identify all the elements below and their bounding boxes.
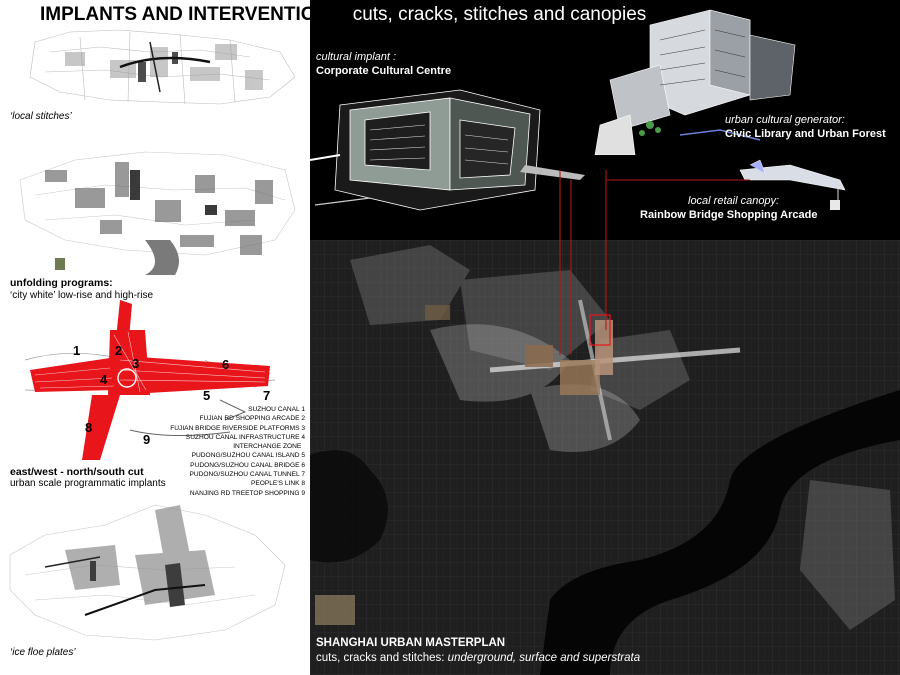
unfolding-programs-title: unfolding programs: <box>10 277 113 289</box>
legend-item: NANJING RD TREETOP SHOPPING 9 <box>189 489 305 497</box>
unfolding-programs-map <box>19 151 296 275</box>
cut-subtitle: urban scale programmatic implants <box>10 478 166 489</box>
legend-item: PUDONG/SUZHOU CANAL TUNNEL 7 <box>189 471 305 479</box>
masterplan-image <box>310 240 900 675</box>
cut-label-7: 7 <box>263 388 271 403</box>
canopy-name: Rainbow Bridge Shopping Arcade <box>640 209 818 221</box>
masterplan-map <box>310 240 900 675</box>
cut-label-9: 9 <box>143 432 151 447</box>
generator-name: Civic Library and Urban Forest <box>725 128 886 140</box>
cut-label-4: 4 <box>100 372 108 387</box>
cut-label-5: 5 <box>203 388 211 403</box>
ice-floe-map <box>9 504 286 641</box>
masterplan-subtitle-a: cuts, cracks and stitches: <box>316 652 448 664</box>
page-title: IMPLANTS AND INTERVENTIONS: cuts, cracks… <box>40 4 646 26</box>
civic-library-model <box>594 9 796 155</box>
legend-item: PEOPLE'S LINK 8 <box>250 480 305 488</box>
corporate-centre-model <box>310 89 585 211</box>
cut-label-6: 6 <box>222 357 230 372</box>
legend-item: FUJIAN RD SHOPPING ARCADE 2 <box>199 415 305 423</box>
legend-item: SUZHOU CANAL INFRASTRUCTURE 4 <box>185 433 305 441</box>
legend-item: SUZHOU CANAL 1 <box>248 406 305 413</box>
legend-item: INTERCHANGE ZONE <box>233 443 302 451</box>
ice-floe-caption: ‘ice floe plates’ <box>10 647 76 658</box>
cut-label-1: 1 <box>73 343 81 358</box>
cut-diagram <box>24 300 276 460</box>
title-light: cuts, cracks, stitches and canopies <box>352 4 647 25</box>
legend-item: FUJIAN BRIDGE RIVERSIDE PLATFORMS 3 <box>170 424 305 432</box>
cut-label-3: 3 <box>132 356 140 371</box>
generator-label: urban cultural generator: <box>725 114 845 126</box>
cut-title: east/west - north/south cut <box>10 466 144 478</box>
cut-label-2: 2 <box>115 343 123 358</box>
legend-item: PUDONG/SUZHOU CANAL BRIDGE 6 <box>190 461 305 469</box>
canopy-label: local retail canopy: <box>688 195 780 207</box>
masterplan-subtitle: cuts, cracks and stitches: underground, … <box>316 652 640 664</box>
legend-item: PUDONG/SUZHOU CANAL ISLAND 5 <box>191 452 305 460</box>
masterplan-title: SHANGHAI URBAN MASTERPLAN <box>316 637 506 649</box>
masterplan-subtitle-b: underground, surface and superstrata <box>447 652 641 664</box>
implant-name: Corporate Cultural Centre <box>316 65 452 77</box>
title-bold: IMPLANTS AND INTERVENTIONS: <box>40 4 349 25</box>
rainbow-bridge-model <box>739 159 846 210</box>
leader-lines <box>559 170 750 245</box>
local-stitches-caption: ‘local stitches’ <box>10 111 72 122</box>
cut-label-8: 8 <box>85 420 93 435</box>
cut-legend: SUZHOU CANAL 1 FUJIAN RD SHOPPING ARCADE… <box>150 405 305 498</box>
implant-label: cultural implant : <box>316 51 397 63</box>
unfolding-programs-subtitle: ‘city white’ low-rise and high-rise <box>10 290 154 301</box>
left-column: ‘local stitches’ unfolding programs: ‘ci… <box>0 0 310 675</box>
local-stitches-map <box>29 29 296 105</box>
